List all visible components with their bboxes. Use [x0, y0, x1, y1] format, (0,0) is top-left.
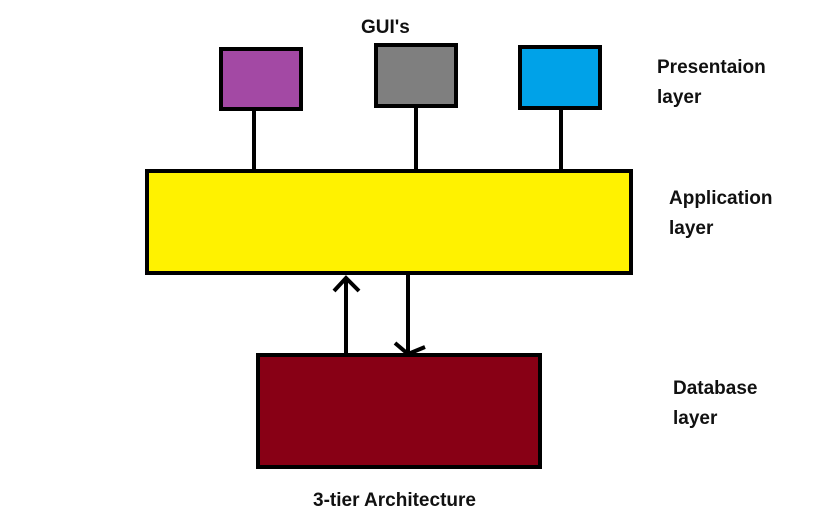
gui-box-blue	[518, 45, 602, 110]
application-layer-label-line1: Application	[669, 188, 773, 209]
gui-box-gray	[374, 43, 458, 108]
presentation-layer-label-line1: Presentaion	[657, 57, 766, 78]
gui-label: GUI's	[361, 17, 410, 38]
presentation-layer-label: Presentaion layer	[657, 53, 766, 113]
application-layer-box	[145, 169, 633, 275]
database-layer-label-line2: layer	[673, 408, 718, 429]
application-layer-label-line2: layer	[669, 218, 714, 239]
database-layer-box	[256, 353, 542, 469]
application-layer-label: Application layer	[669, 184, 772, 244]
gui-box-purple	[219, 47, 303, 111]
database-layer-label-line1: Database	[673, 378, 758, 399]
presentation-layer-label-line2: layer	[657, 87, 702, 108]
diagram-caption: 3-tier Architecture	[313, 490, 476, 511]
database-layer-label: Database layer	[673, 374, 758, 434]
up-arrow-head	[332, 275, 361, 293]
